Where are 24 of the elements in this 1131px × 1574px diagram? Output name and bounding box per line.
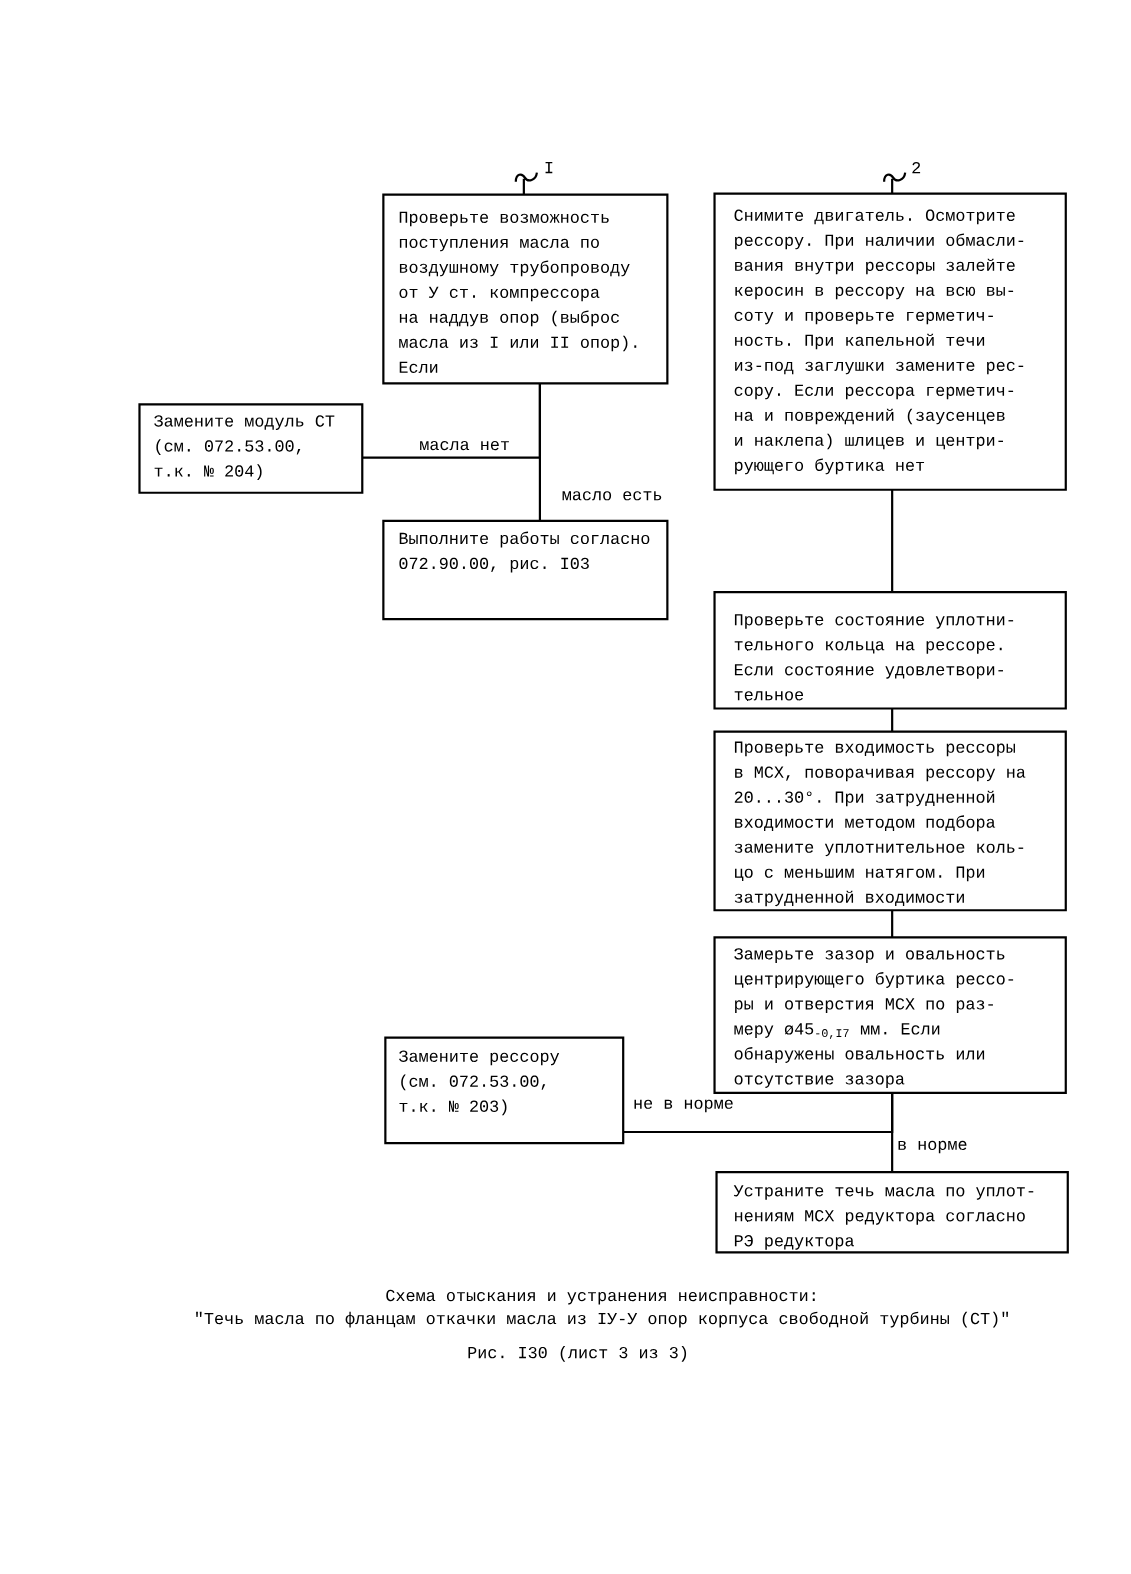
edge-label: не в норме [634, 1099, 733, 1113]
reference-number: I [545, 162, 553, 174]
edge-label: масла нет [420, 441, 509, 451]
reference-number: 2 [912, 162, 921, 174]
caption: Схема отыскания и устранения неисправности: "Течь масла по фланцам откачки масла из IУ-У опор корпуса свободной турбины (СТ)" [196, 1289, 1009, 1328]
process-box: Проверьте входимость рессоры в МСХ, поворачивая рессору на 20...30°. При затрудненной входимости методом подбора замените уплотнительное коль- цо с меньшим натягом. При затрудненной входимости [713, 730, 1067, 912]
connector-line [891, 910, 894, 938]
off-page-connector [883, 171, 907, 195]
process-box: Замените модуль СТ (см. 072.53.00, т.к. № 204) [138, 403, 364, 494]
process-box: Проверьте возможность поступления масла по воздушному трубопроводу от У ст. компрессора на наддув опор (выброс масла из I или II опор). Если [382, 193, 669, 385]
process-box: Замените рессору (см. 072.53.00, т.к. № 203) [384, 1036, 625, 1145]
process-box: Проверьте состояние уплотни- тельного кольца на рессоре. Если состояние удовлетвори- тельное [713, 591, 1067, 710]
process-box: Снимите двигатель. Осмотрите рессору. При наличии обмасли- вания внутри рессоры залейте керосин в рессору на всю вы- соту и проверьте герметич- ность. При капельной течи из-под заглушки замените рес- сору. Если рессора герметич- на и повреждений (заусенцев и наклепа) шлицев и центри- рующего буртика нет [713, 192, 1067, 491]
connector-line [891, 1092, 894, 1173]
connector-line [891, 489, 894, 593]
connector-line [891, 708, 894, 732]
edge-label: в норме [898, 1140, 967, 1154]
edge-label: масло есть [562, 491, 662, 501]
connector-line [538, 383, 541, 521]
process-box: Выполните работы согласно 072.90.00, рис. I03 [382, 519, 669, 621]
off-page-connector [514, 171, 538, 196]
process-box: Устраните течь масла по уплот- нениям МСХ редуктора согласно РЭ редуктора [715, 1171, 1069, 1254]
figure-number: Рис. I30 (лист 3 из 3) [468, 1345, 687, 1362]
process-box: Замерьте зазор и овальность центрирующего буртика рессо- ры и отверстия МСХ по раз- меру ø45$_{-0,I7}$ мм. Если обнаружены овальность или отсутствие зазора [713, 936, 1067, 1094]
